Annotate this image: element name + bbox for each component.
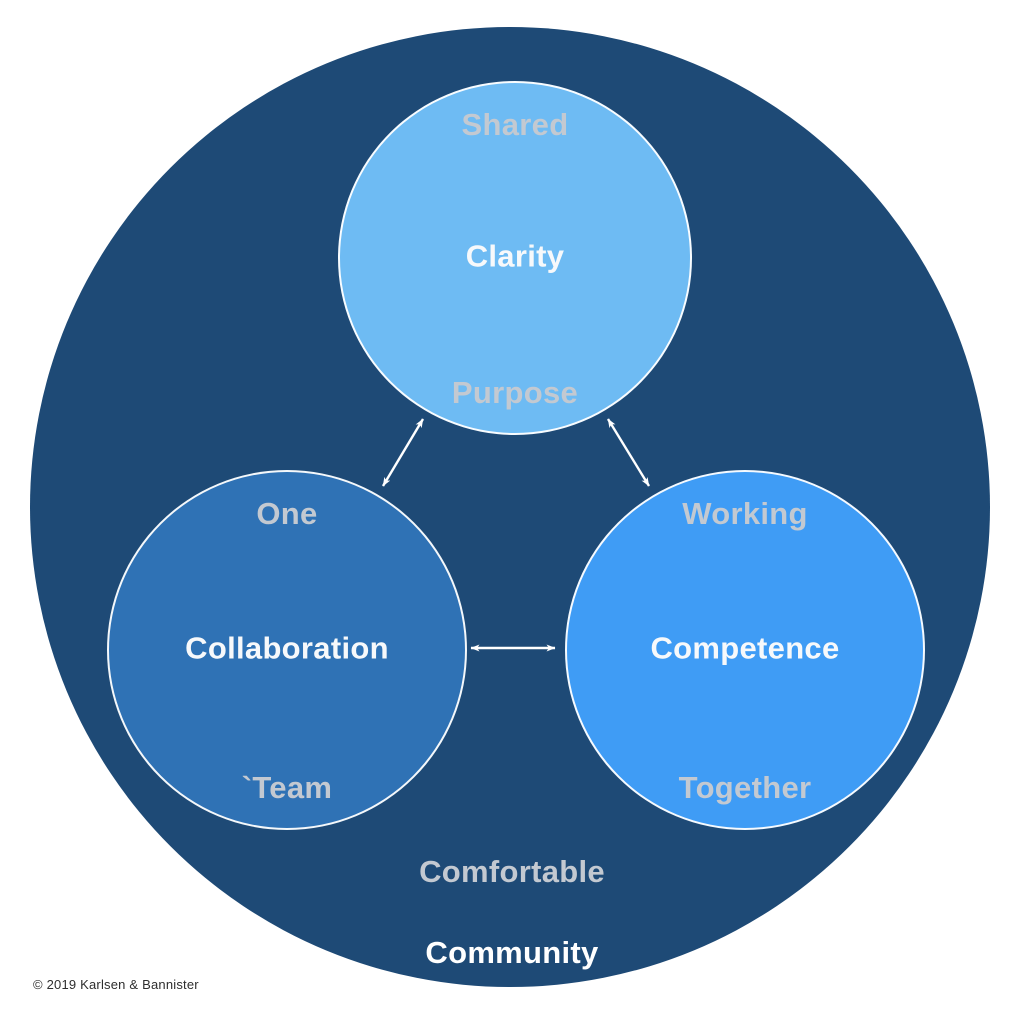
collaboration-center-label: Collaboration — [185, 630, 389, 666]
clarity-bottom-label: Purpose — [451, 375, 579, 410]
clarity-center-label: Clarity — [465, 238, 565, 274]
competence-bottom-label: Together — [678, 770, 812, 805]
competence-circle: Working Competence Together — [565, 470, 925, 830]
collaboration-circle: One Collaboration `Team — [107, 470, 467, 830]
comfortable-label: Comfortable — [419, 854, 605, 889]
community-label: Community — [425, 935, 599, 970]
competence-center-label: Competence — [650, 630, 840, 666]
clarity-top-label: Shared — [461, 107, 569, 142]
competence-top-label: Working — [682, 496, 808, 531]
clarity-circle: Shared Clarity Purpose — [338, 81, 692, 435]
copyright-text: © 2019 Karlsen & Bannister — [33, 977, 199, 992]
collaboration-bottom-label: `Team — [241, 770, 333, 805]
collaboration-top-label: One — [256, 496, 318, 531]
